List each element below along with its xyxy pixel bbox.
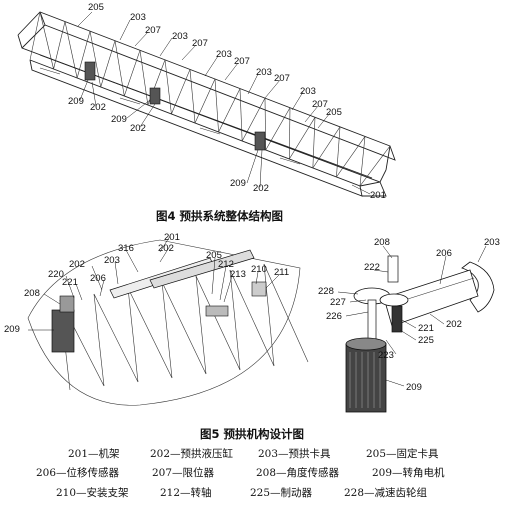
fig4-label-203: 203	[172, 31, 188, 42]
fig4-label-202: 202	[90, 102, 106, 113]
fig4-truss-drawing	[17, 11, 396, 197]
fig4-label-207: 207	[274, 73, 290, 84]
fig4-label-202: 202	[130, 123, 146, 134]
fig5-label-221: 221	[62, 277, 78, 288]
fig4-label-205: 205	[326, 107, 342, 118]
fig5-label-209: 209	[4, 324, 20, 335]
fig5r-label-226: 226	[326, 311, 342, 322]
fig4-label-207: 207	[145, 25, 161, 36]
fig5r-label-227: 227	[330, 297, 346, 308]
fig5-caption: 图5 预拱机构设计图	[200, 427, 304, 441]
fig5r-label-202: 202	[446, 319, 462, 330]
legend: 201—机架 202—预拱液压缸 203—预拱卡具 205—固定卡具 206—位…	[36, 447, 445, 499]
fig5-label-212: 212	[218, 259, 234, 270]
fig5-label-206: 206	[90, 273, 106, 284]
fig5-label-211: 211	[274, 267, 289, 278]
fig4-label-203: 203	[130, 12, 146, 23]
fig5r-label-206: 206	[436, 248, 452, 259]
fig4-leaders	[77, 11, 371, 195]
fig5-label-220: 220	[48, 269, 64, 280]
fig5-right-drawing	[345, 255, 495, 413]
fig4-caption: 图4 预拱系统整体结构图	[156, 209, 283, 223]
legend-item: 212—转轴	[160, 486, 212, 499]
fig4-label-203: 203	[256, 67, 272, 78]
fig5r-label-225: 225	[418, 335, 434, 346]
fig5-label-201: 201	[164, 232, 180, 243]
legend-item: 206—位移传感器	[36, 466, 120, 479]
fig4-label-207: 207	[312, 99, 328, 110]
fig4-label-202: 202	[253, 183, 269, 194]
fig5r-label-221: 221	[418, 323, 434, 334]
fig5r-label-208: 208	[374, 237, 390, 248]
legend-item: 209—转角电机	[372, 466, 445, 479]
fig4-label-209: 209	[111, 114, 127, 125]
fig5r-label-223: 223	[378, 350, 394, 361]
fig5-left-labels: 201 202 316 203 205 212 213 210 211 202 …	[4, 232, 289, 335]
legend-item: 228—减速齿轮组	[344, 486, 428, 499]
fig5-left-leaders	[28, 235, 281, 331]
fig5-label-202: 202	[158, 243, 174, 254]
fig5r-label-209: 209	[406, 382, 422, 393]
fig5-label-213: 213	[230, 269, 246, 280]
fig5-right-leaders	[337, 245, 487, 387]
legend-item: 201—机架	[68, 447, 120, 460]
fig5-label-210: 210	[251, 264, 267, 275]
fig5-label-208: 208	[24, 288, 40, 299]
fig4-label-207: 207	[192, 38, 208, 49]
fig4-label-203: 203	[216, 49, 232, 60]
fig5r-label-203: 203	[484, 237, 500, 248]
legend-item: 203—预拱卡具	[258, 447, 331, 460]
fig5-label-205: 205	[206, 250, 222, 261]
legend-item: 202—预拱液压缸	[150, 447, 234, 460]
fig5r-label-228: 228	[318, 286, 334, 297]
legend-item: 205—固定卡具	[366, 447, 439, 460]
fig4-label-203: 203	[300, 86, 316, 97]
fig5r-label-222: 222	[364, 262, 380, 273]
fig4-label-205: 205	[88, 2, 104, 13]
fig4-label-201: 201	[370, 190, 386, 201]
fig4-labels: 205 203 207 203 207 203 207 203 207 203 …	[68, 2, 386, 201]
fig4-label-207: 207	[234, 56, 250, 67]
fig4-label-209: 209	[230, 178, 246, 189]
legend-item: 207—限位器	[152, 466, 215, 479]
fig5-label-203: 203	[104, 255, 120, 266]
fig5-label-202b: 202	[69, 259, 85, 270]
fig4-label-209: 209	[68, 96, 84, 107]
legend-item: 208—角度传感器	[256, 466, 340, 479]
legend-item: 210—安装支架	[56, 486, 129, 499]
fig5-label-316: 316	[118, 243, 134, 254]
legend-item: 225—制动器	[250, 486, 313, 499]
fig5-left-drawing	[27, 239, 309, 406]
fig5-right-labels: 208 206 203 222 228 227 226 221 225 202 …	[318, 237, 500, 393]
